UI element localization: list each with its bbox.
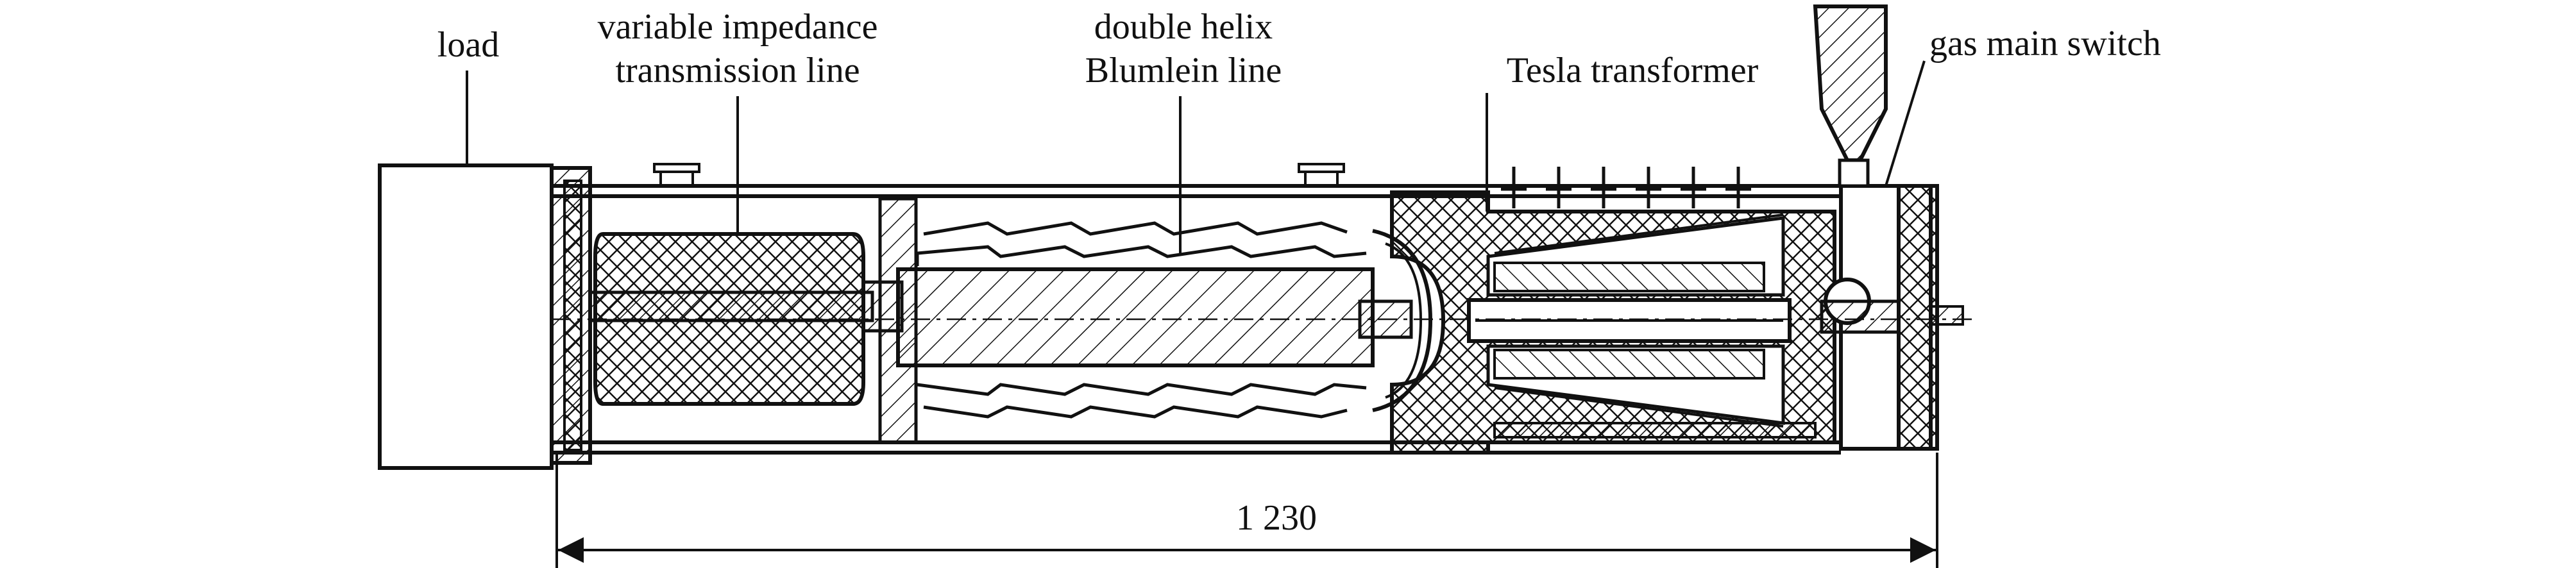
overall-length-dimension <box>555 453 1938 568</box>
label-tesla: Tesla transformer <box>1507 51 1759 90</box>
gas-switch-block <box>1813 4 1964 451</box>
blumlein-block <box>878 197 1433 444</box>
label-vitl-line1: variable impedance <box>598 7 878 47</box>
label-gas-switch: gas main switch <box>1929 24 2161 63</box>
outer-casing <box>550 163 1841 465</box>
label-blumlein-line1: double helix <box>1094 7 1273 47</box>
load-block <box>378 163 554 470</box>
label-vitl-line2: transmission line <box>615 51 860 90</box>
label-blumlein-line2: Blumlein line <box>1085 51 1282 90</box>
dimension-value: 1 230 <box>1236 498 1317 538</box>
label-load: load <box>437 25 499 65</box>
gas-switch-leader <box>1885 60 1926 187</box>
tesla-block <box>1390 167 1836 455</box>
